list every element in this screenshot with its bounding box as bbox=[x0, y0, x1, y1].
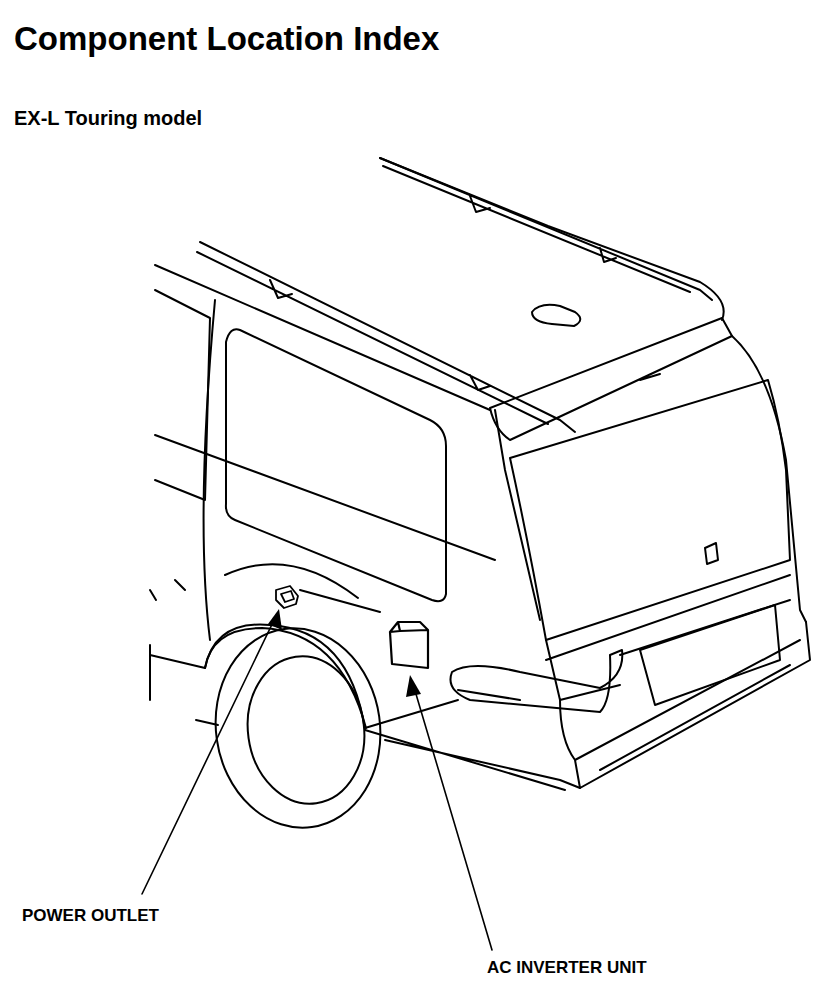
leader-arrowhead bbox=[406, 675, 421, 697]
roof-rail bbox=[380, 158, 712, 300]
page-title: Component Location Index bbox=[14, 20, 439, 58]
rear-bumper bbox=[560, 622, 810, 788]
leader-line bbox=[413, 684, 492, 950]
side-window bbox=[155, 290, 210, 500]
tail-light bbox=[450, 650, 622, 712]
power-outlet-symbol bbox=[276, 586, 298, 608]
rear-window bbox=[510, 380, 790, 640]
lower-body bbox=[150, 625, 580, 790]
leader-line bbox=[142, 616, 276, 894]
rear-wheel bbox=[203, 618, 393, 839]
ac-inverter-symbol bbox=[390, 622, 428, 668]
roof-outline bbox=[155, 158, 724, 410]
part-label: POWER OUTLET bbox=[22, 906, 159, 926]
rear-wheel bbox=[238, 649, 373, 812]
side-window bbox=[226, 329, 446, 601]
body-crease bbox=[225, 564, 380, 612]
leader-arrowhead bbox=[268, 609, 282, 630]
roof-antenna bbox=[532, 305, 580, 326]
license-recess bbox=[640, 543, 780, 705]
part-label: AC INVERTER UNIT bbox=[487, 958, 647, 978]
body-side bbox=[150, 300, 540, 640]
rear-body bbox=[546, 336, 806, 700]
model-subtitle: EX-L Touring model bbox=[14, 107, 202, 130]
rear-spoiler bbox=[490, 318, 732, 440]
